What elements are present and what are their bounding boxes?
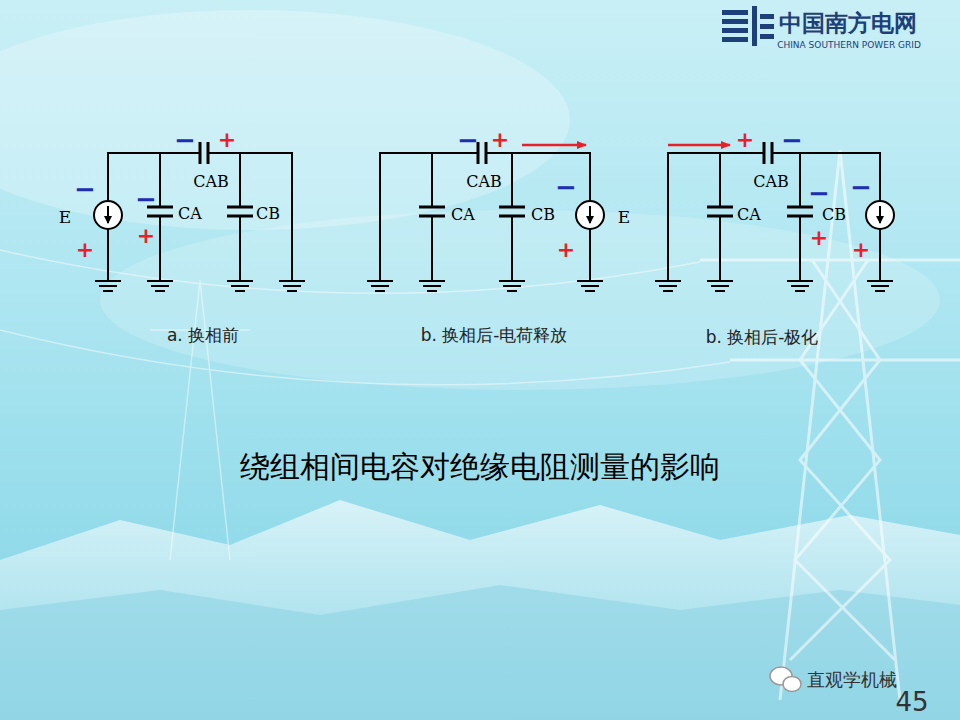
- polarity-sign: +: [137, 224, 155, 248]
- watermark: 直观学机械: [807, 670, 897, 690]
- component-label: E: [59, 208, 71, 227]
- polarity-sign: −: [555, 173, 577, 202]
- current-arrow: [522, 144, 586, 147]
- polarity-sign: −: [781, 126, 803, 155]
- polarity-sign: −: [808, 179, 830, 208]
- component-label: CAB: [466, 173, 502, 191]
- component-label: CB: [531, 206, 555, 224]
- slide-title: 绕组相间电容对绝缘电阻测量的影响: [240, 450, 720, 483]
- polarity-sign: +: [218, 128, 236, 152]
- polarity-sign: +: [491, 128, 509, 152]
- polarity-sign: +: [852, 238, 870, 262]
- figure-caption: b. 换相后-电荷释放: [421, 326, 568, 345]
- component-label: CA: [178, 205, 202, 223]
- polarity-sign: +: [557, 238, 575, 262]
- polarity-sign: −: [457, 126, 479, 155]
- polarity-sign: +: [736, 128, 754, 152]
- polarity-sign: −: [174, 126, 196, 155]
- figure-caption: a. 换相前: [167, 326, 239, 345]
- component-label: CB: [256, 205, 280, 223]
- logo-subtext: CHINA SOUTHERN POWER GRID: [777, 41, 921, 51]
- component-label: CB: [822, 206, 846, 224]
- polarity-sign: −: [135, 185, 157, 214]
- component-label: E: [618, 208, 630, 227]
- figure-caption: b. 换相后-极化: [706, 328, 819, 347]
- page-number: 45: [895, 688, 928, 717]
- component-label: CAB: [193, 173, 229, 191]
- polarity-sign: −: [850, 173, 872, 202]
- polarity-sign: −: [74, 175, 96, 204]
- polarity-sign: +: [76, 238, 94, 262]
- component-label: CA: [451, 206, 475, 224]
- component-label: CAB: [753, 173, 789, 191]
- component-label: CA: [737, 206, 761, 224]
- polarity-sign: +: [810, 226, 828, 250]
- logo-text: 中国南方电网: [779, 11, 917, 36]
- current-arrow: [668, 144, 730, 147]
